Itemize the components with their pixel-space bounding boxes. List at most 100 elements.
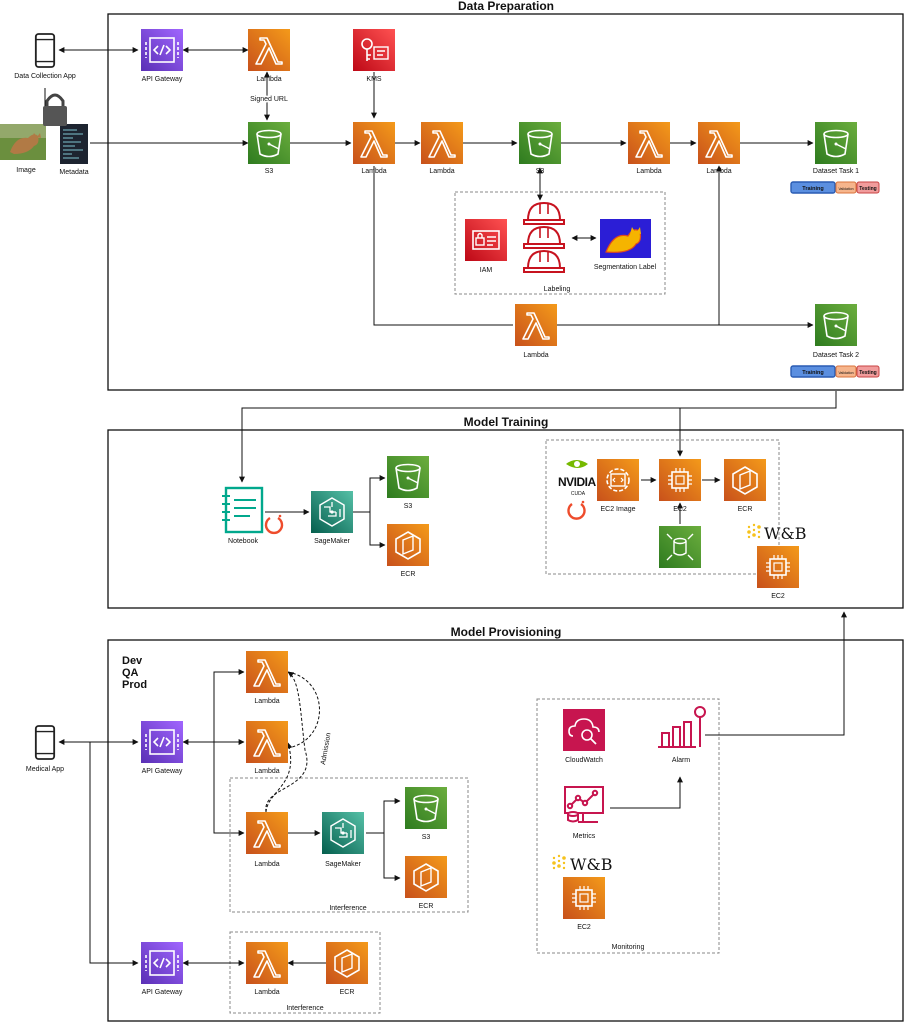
dataset-task-2-label: Dataset Task 2 [813, 352, 859, 359]
cuda-label: CUDA [571, 491, 586, 497]
monitoring-group-label: Monitoring [612, 944, 645, 951]
s3-raw-label: S3 [265, 168, 274, 175]
env-prod-label: Prod [122, 679, 147, 691]
alarm-label: Alarm [672, 757, 690, 764]
task1-validation: Validation [838, 187, 853, 191]
lambda-split-label: Lambda [636, 168, 661, 175]
signed-url-label: Signed URL [250, 96, 288, 103]
nvidia-logo-icon [566, 460, 588, 468]
kms-label: KMS [366, 76, 382, 83]
sagemaker-inference-icon [322, 812, 364, 854]
lambda-dataset1-icon [698, 122, 740, 164]
lambda-qa-label: Lambda [254, 768, 279, 775]
s3-model-label: S3 [404, 503, 413, 510]
medical-app-phone-icon [34, 725, 56, 760]
lambda-process-icon [421, 122, 463, 164]
ecr-gpu-label: ECR [738, 506, 753, 513]
lambda-dev-label: Lambda [254, 698, 279, 705]
data-preparation-title: Data Preparation [458, 0, 554, 13]
pytorch-gpu-icon [567, 500, 586, 520]
ecr-batch-icon [326, 942, 368, 984]
metadata-thumbnail [60, 124, 88, 164]
image-label: Image [16, 167, 36, 174]
ec2-training-icon [659, 459, 701, 501]
lambda-encrypt-icon [353, 122, 395, 164]
dataset-task-1-label: Dataset Task 1 [813, 168, 859, 175]
ecr-training-label: ECR [401, 571, 416, 578]
segmentation-label-thumbnail [600, 219, 651, 258]
data-preparation-panel [107, 13, 904, 391]
env-qa-label: QA [122, 667, 139, 679]
dataset-task-1-split: Training Validation Testing [790, 181, 880, 194]
ebs-volume-icon [659, 526, 701, 568]
model-training-panel [107, 429, 904, 609]
api-gateway-inference-label: API Gateway [142, 768, 183, 775]
image-thumbnail [0, 124, 46, 160]
sagemaker-training-label: SageMaker [314, 538, 350, 545]
admission-label: Admission [320, 732, 333, 765]
monitoring-group [536, 698, 720, 954]
metadata-label: Metadata [59, 169, 88, 176]
interference-group-2-label: Interference [286, 1005, 323, 1012]
iam-icon [465, 219, 507, 261]
alarm-icon [658, 706, 706, 748]
cloudwatch-icon [563, 709, 605, 751]
pytorch-icon [264, 514, 284, 535]
metrics-icon [564, 786, 604, 823]
task2-testing: Testing [859, 370, 876, 376]
notebook-icon [222, 486, 264, 534]
sagemaker-inference-label: SageMaker [325, 861, 361, 868]
ec2-wandb-label: EC2 [771, 593, 785, 600]
wandb-training-logo-icon [747, 523, 761, 539]
gpu-training-group [545, 439, 780, 575]
task2-validation: Validation [838, 371, 853, 375]
labeling-group [454, 191, 666, 295]
sagemaker-training-icon [311, 491, 353, 533]
s3-inference-icon [405, 787, 447, 829]
s3-labeling-icon [519, 122, 561, 164]
lambda-process-label: Lambda [429, 168, 454, 175]
medical-app-label: Medical App [26, 766, 64, 773]
lambda-dev-icon [246, 651, 288, 693]
ec2-wandb-icon [757, 546, 799, 588]
labelers-helmet-icon [523, 202, 565, 273]
model-training-title: Model Training [464, 415, 549, 429]
dataset-task-1-icon [815, 122, 857, 164]
ec2-training-label: EC2 [673, 506, 687, 513]
model-provisioning-title: Model Provisioning [451, 625, 562, 639]
s3-raw-icon [248, 122, 290, 164]
task2-training: Training [802, 370, 823, 376]
api-gateway-icon [141, 29, 183, 71]
lambda-upload-label: Lambda [256, 76, 281, 83]
wandb-monitoring-label: W&B [570, 855, 612, 874]
segmentation-label-text: Segmentation Label [594, 264, 657, 271]
ecr-inference-label: ECR [419, 903, 434, 910]
api-gateway-inference-icon [141, 721, 183, 763]
kms-icon [353, 29, 395, 71]
ecr-batch-label: ECR [340, 989, 355, 996]
ecr-training-icon [387, 524, 429, 566]
lambda-prod-icon [246, 812, 288, 854]
model-provisioning-panel [107, 639, 904, 1022]
s3-labeling-label: S3 [536, 168, 545, 175]
wandb-training-label: W&B [764, 524, 806, 543]
s3-model-icon [387, 456, 429, 498]
interference-group-1 [229, 777, 469, 913]
env-dev-label: Dev [122, 655, 143, 667]
lambda-encrypt-label: Lambda [361, 168, 386, 175]
data-collection-phone-icon [34, 33, 56, 68]
ec2-monitoring-icon [563, 877, 605, 919]
dataset-task-2-split: Training Validation Testing [790, 365, 880, 378]
lambda-dataset2-icon [515, 304, 557, 346]
api-gateway-batch-icon [141, 942, 183, 984]
api-gateway-batch-label: API Gateway [142, 989, 183, 996]
wandb-monitoring-logo-icon [552, 854, 566, 870]
ec2-image-icon [597, 459, 639, 501]
task1-training: Training [802, 186, 823, 192]
api-gateway-label: API Gateway [142, 76, 183, 83]
nvidia-label: NVIDIA [558, 475, 597, 489]
lambda-batch-label: Lambda [254, 989, 279, 996]
dataset-task-2-icon [815, 304, 857, 346]
ec2-monitoring-label: EC2 [577, 924, 591, 931]
